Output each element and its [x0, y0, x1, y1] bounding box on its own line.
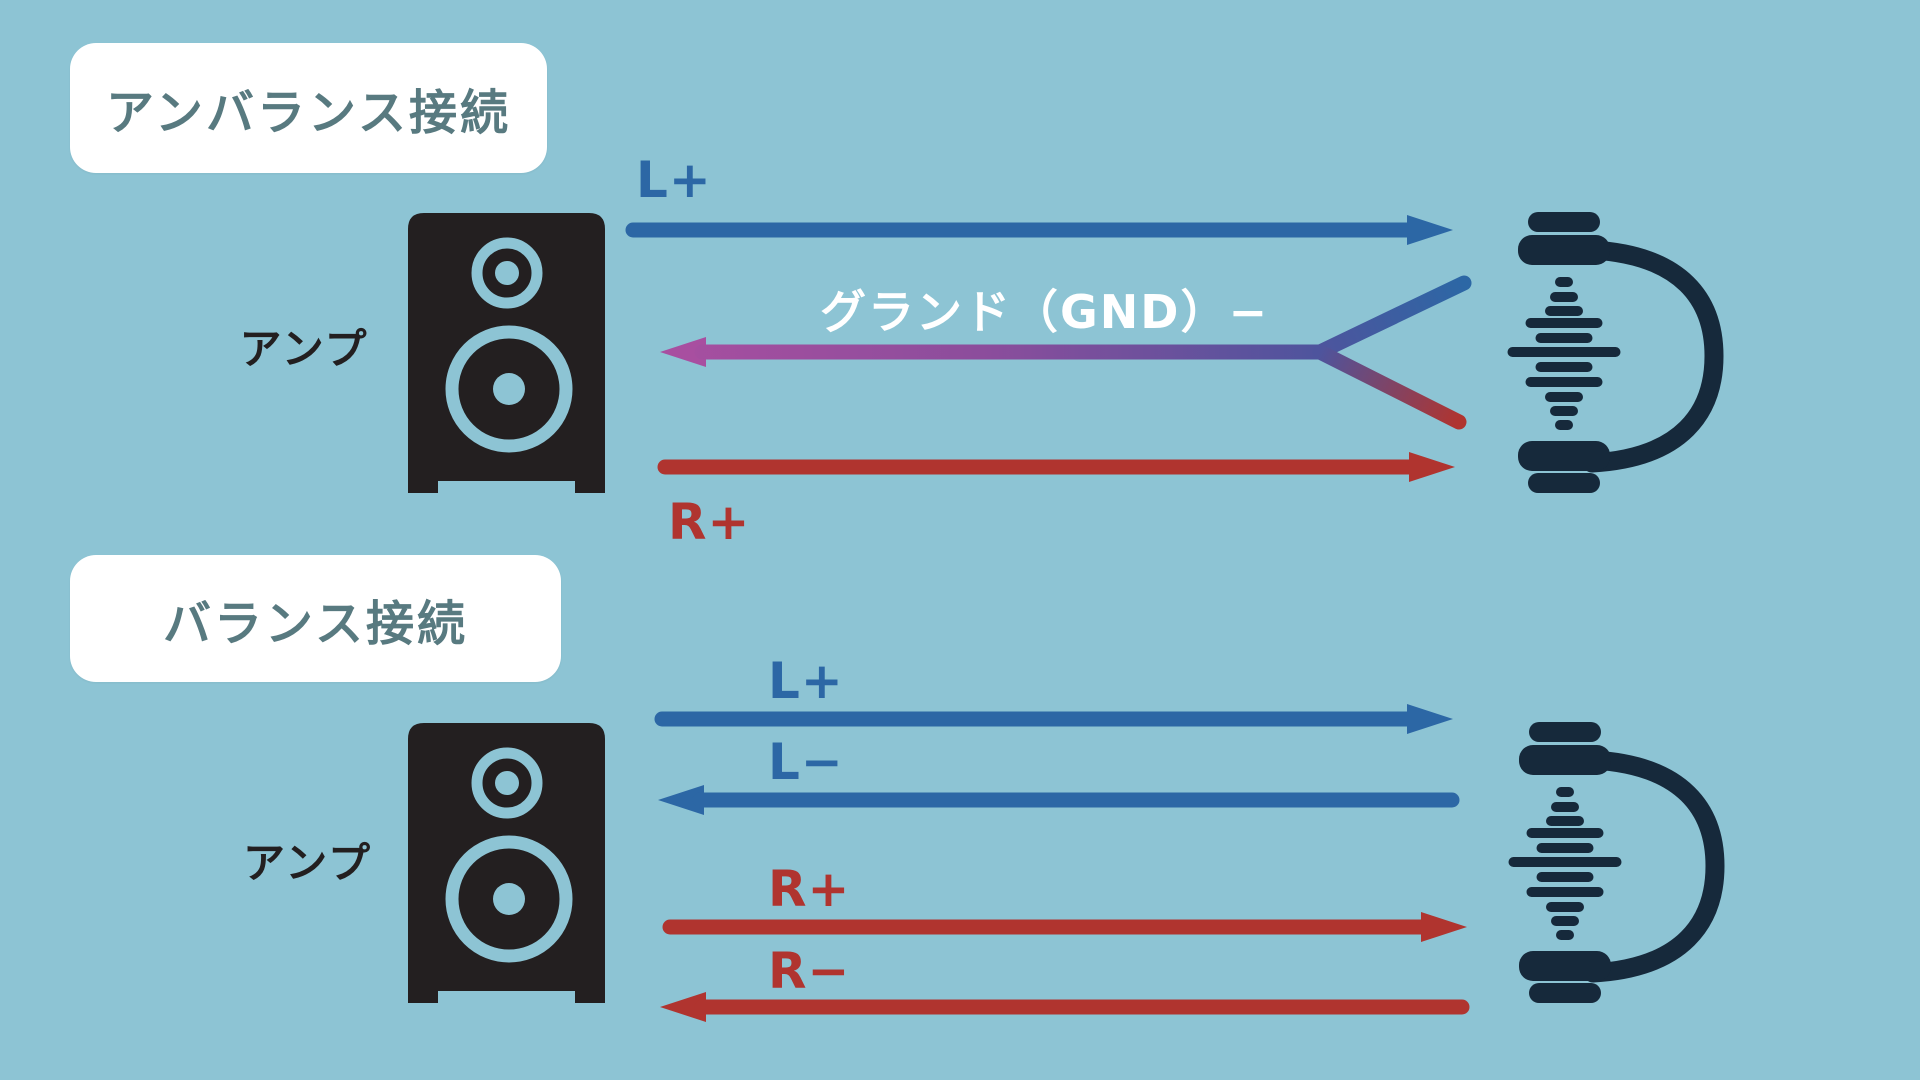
section-unbalanced	[408, 212, 1714, 493]
section-balanced	[408, 704, 1715, 1022]
amp-label-unbalanced: アンプ	[239, 324, 369, 374]
label-l-minus-balanced: L−	[768, 733, 844, 791]
arrowhead-right	[1407, 704, 1453, 734]
wire-l-minus	[658, 785, 1460, 815]
amp-label-balanced: アンプ	[242, 838, 373, 888]
title-balanced: バランス接続	[162, 595, 469, 652]
wire-gnd	[660, 275, 1472, 430]
title-unbalanced: アンバランス接続	[105, 85, 512, 141]
arrowhead-left	[660, 337, 706, 367]
gnd-branch-to-left-channel	[1312, 275, 1472, 360]
title-unbalanced-panel: アンバランス接続	[70, 43, 547, 173]
wire-l-plus	[625, 215, 1453, 245]
label-r-minus-balanced: R−	[768, 942, 851, 1000]
arrowhead-right	[1407, 215, 1453, 245]
arrowhead-right	[1409, 452, 1455, 482]
label-gnd: グランド（GND）−	[820, 285, 1269, 339]
arrowhead-left	[660, 992, 706, 1022]
wire-r-plus	[662, 912, 1467, 942]
wire-r-minus	[660, 992, 1470, 1022]
wire-l-plus	[654, 704, 1453, 734]
title-balanced-panel: バランス接続	[70, 555, 561, 682]
arrowhead-left	[658, 785, 704, 815]
wire-r-plus	[657, 452, 1455, 482]
amp-speaker-icon	[408, 723, 605, 1003]
amp-speaker-icon	[408, 213, 605, 493]
label-r-plus-unbalanced: R+	[668, 493, 751, 551]
arrowhead-right	[1421, 912, 1467, 942]
label-l-plus-unbalanced: L+	[636, 151, 712, 209]
label-r-plus-balanced: R+	[768, 860, 851, 918]
gnd-branch-to-right-channel	[1312, 344, 1467, 430]
label-l-plus-balanced: L+	[768, 652, 844, 710]
